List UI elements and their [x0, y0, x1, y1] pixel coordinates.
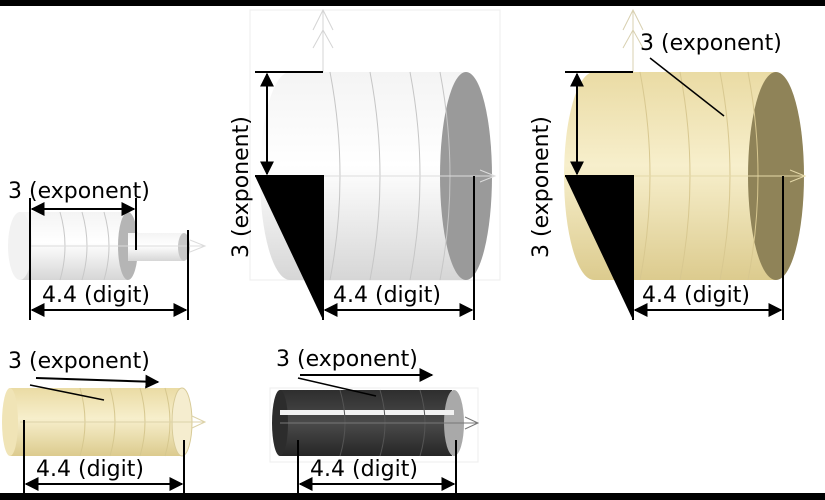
exponent-label-2: 3 (exponent) — [229, 116, 254, 258]
panel-dark-cylinder: 3 (exponent) 4.4 (digit) — [269, 347, 480, 494]
panel-small-white-cylinder: 3 (exponent) 4.4 (digit) — [8, 179, 207, 320]
exponent-pointer-3 — [649, 57, 725, 117]
digit-label-2: 4.4 (digit) — [333, 283, 441, 308]
exponent-label-3-rotated: 3 (exponent) — [529, 116, 554, 258]
cream-cylinder-small-body — [2, 387, 207, 457]
bottom-frame-bar — [0, 493, 825, 500]
digit-label-3: 4.4 (digit) — [642, 283, 750, 308]
panel-large-cream-cylinder: 3 (exponent) 3 (exponent) 4.4 (digit) — [529, 8, 807, 320]
dark-cylinder-body — [272, 389, 480, 457]
digit-label-5: 4.4 (digit) — [310, 457, 418, 482]
digit-label-1: 4.4 (digit) — [42, 283, 150, 308]
exponent-arrow-4 — [35, 374, 160, 389]
exponent-pointer-5 — [297, 377, 377, 397]
exponent-label-3: 3 (exponent) — [640, 31, 782, 56]
white-cylinder-small-body — [8, 211, 207, 281]
exponent-label-5: 3 (exponent) — [276, 347, 418, 372]
panel-large-white-cylinder: 3 (exponent) 4.4 (digit) — [229, 8, 501, 320]
top-frame-bar — [0, 0, 825, 6]
exponent-label-1: 3 (exponent) — [8, 179, 150, 204]
exponent-pointer-4 — [29, 384, 105, 401]
panel-small-cream-cylinder: 3 (exponent) 4.4 (digit) — [2, 349, 207, 494]
digit-label-4: 4.4 (digit) — [36, 457, 144, 482]
exponent-label-4: 3 (exponent) — [8, 349, 150, 374]
